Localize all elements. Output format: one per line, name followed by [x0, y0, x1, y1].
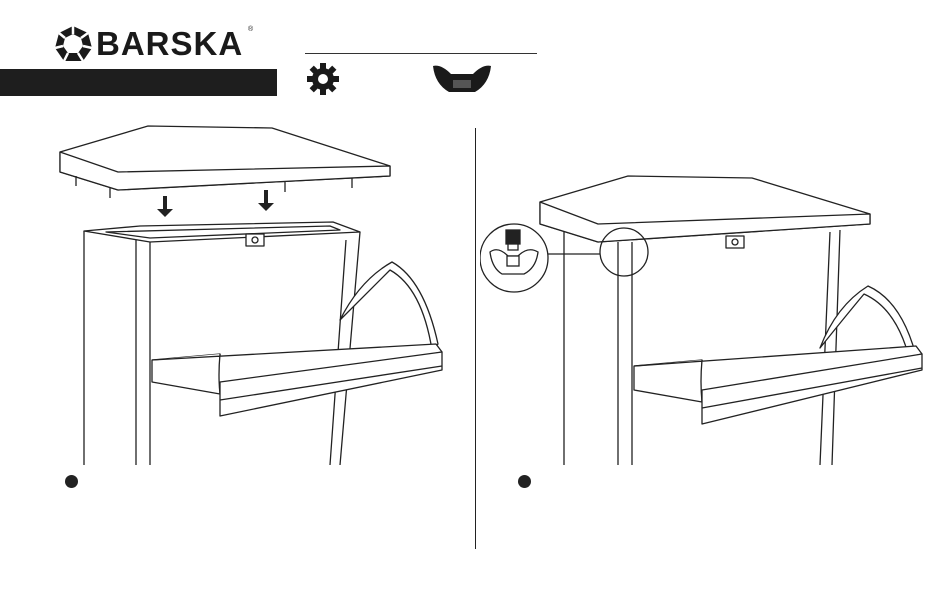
barska-logo-mark-icon	[52, 24, 94, 64]
panel-divider	[475, 128, 476, 549]
step-2-bullet	[518, 475, 531, 488]
step-1-bullet	[65, 475, 78, 488]
gear-icon	[306, 62, 340, 96]
brand-name: BARSKA	[96, 26, 243, 62]
header-banner	[0, 69, 277, 96]
barska-logo: BARSKA ®	[52, 24, 262, 64]
tools-rule	[305, 53, 537, 54]
step-1-illustration	[40, 120, 450, 465]
step-2-illustration	[480, 170, 935, 465]
registered-mark: ®	[248, 26, 253, 33]
wing-nut-icon	[431, 62, 493, 96]
